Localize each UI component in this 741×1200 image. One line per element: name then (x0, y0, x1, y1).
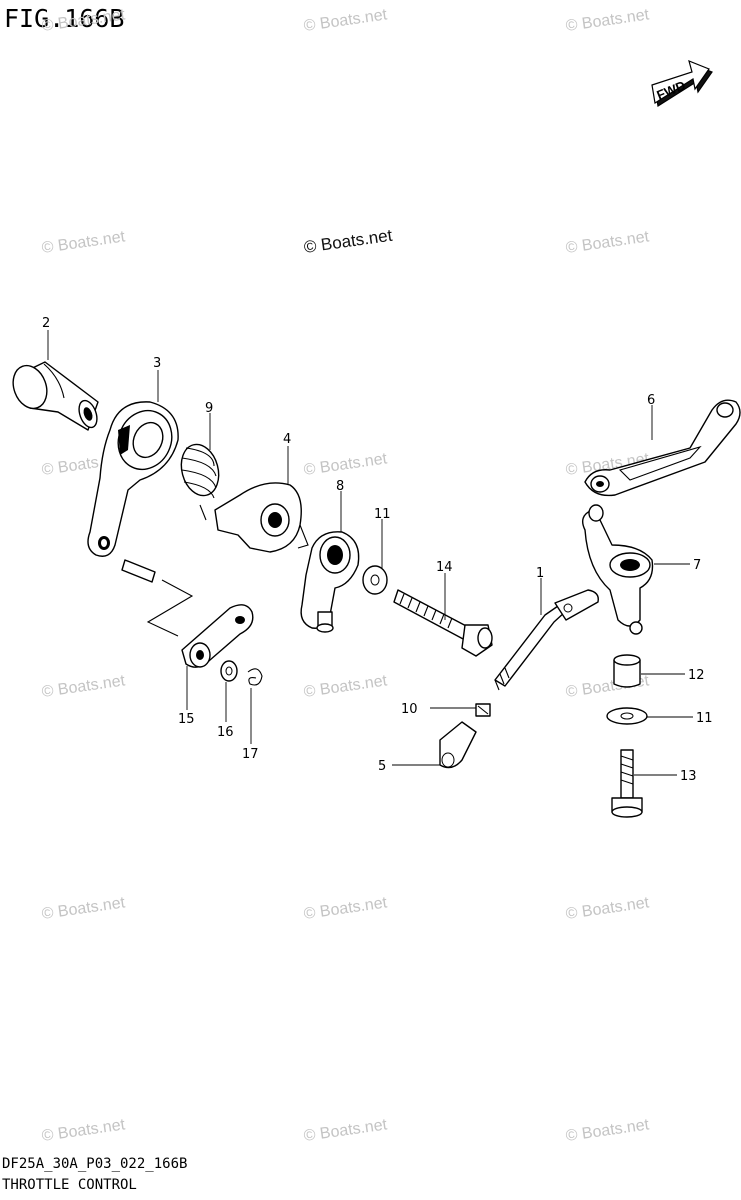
callout-12: 12 (688, 668, 705, 683)
fwd-label: FWD (655, 78, 688, 103)
callout-14: 14 (436, 560, 453, 575)
part-9-spring (180, 443, 220, 521)
callout-11-upper: 11 (374, 507, 391, 522)
part-6-link-arm (584, 399, 741, 497)
callout-6: 6 (647, 393, 655, 408)
callout-8: 8 (336, 479, 344, 494)
part-11-washer-lower (606, 707, 648, 725)
callout-13: 13 (680, 769, 697, 784)
callout-11-lower: 11 (696, 711, 713, 726)
part-2-bushing (12, 361, 99, 431)
callout-4: 4 (283, 432, 291, 447)
callout-7: 7 (693, 558, 701, 573)
part-5-joint (439, 721, 477, 769)
callout-leaders (47, 330, 693, 776)
part-17-clip (247, 668, 263, 686)
part-16-washer (220, 660, 238, 682)
part-13-bolt (611, 749, 643, 818)
drawing-name: THROTTLE CONTROL (2, 1177, 137, 1193)
part-14-bolt (393, 589, 493, 657)
part-3-lever (87, 401, 179, 557)
callout-17: 17 (242, 747, 259, 762)
part-1-rod (494, 589, 599, 691)
part-8-link-lever (300, 531, 360, 633)
callout-10: 10 (401, 702, 418, 717)
fwd-arrow-icon: FWD (651, 59, 713, 107)
figure-title: FIG.166B (4, 4, 125, 33)
callout-15: 15 (178, 712, 195, 727)
part-15-lever (121, 559, 254, 668)
callout-9: 9 (205, 401, 213, 416)
callout-5: 5 (378, 759, 386, 774)
part-7-lever (582, 504, 654, 635)
part-10-screw (475, 703, 491, 717)
callout-3: 3 (153, 356, 161, 371)
part-12-collar (613, 654, 641, 688)
callout-2: 2 (42, 316, 50, 331)
drawing-code: DF25A_30A_P03_022_166B (2, 1156, 188, 1172)
callout-1: 1 (536, 566, 544, 581)
part-11-washer (362, 565, 388, 595)
part-4-cam (214, 482, 309, 553)
callout-16: 16 (217, 725, 234, 740)
